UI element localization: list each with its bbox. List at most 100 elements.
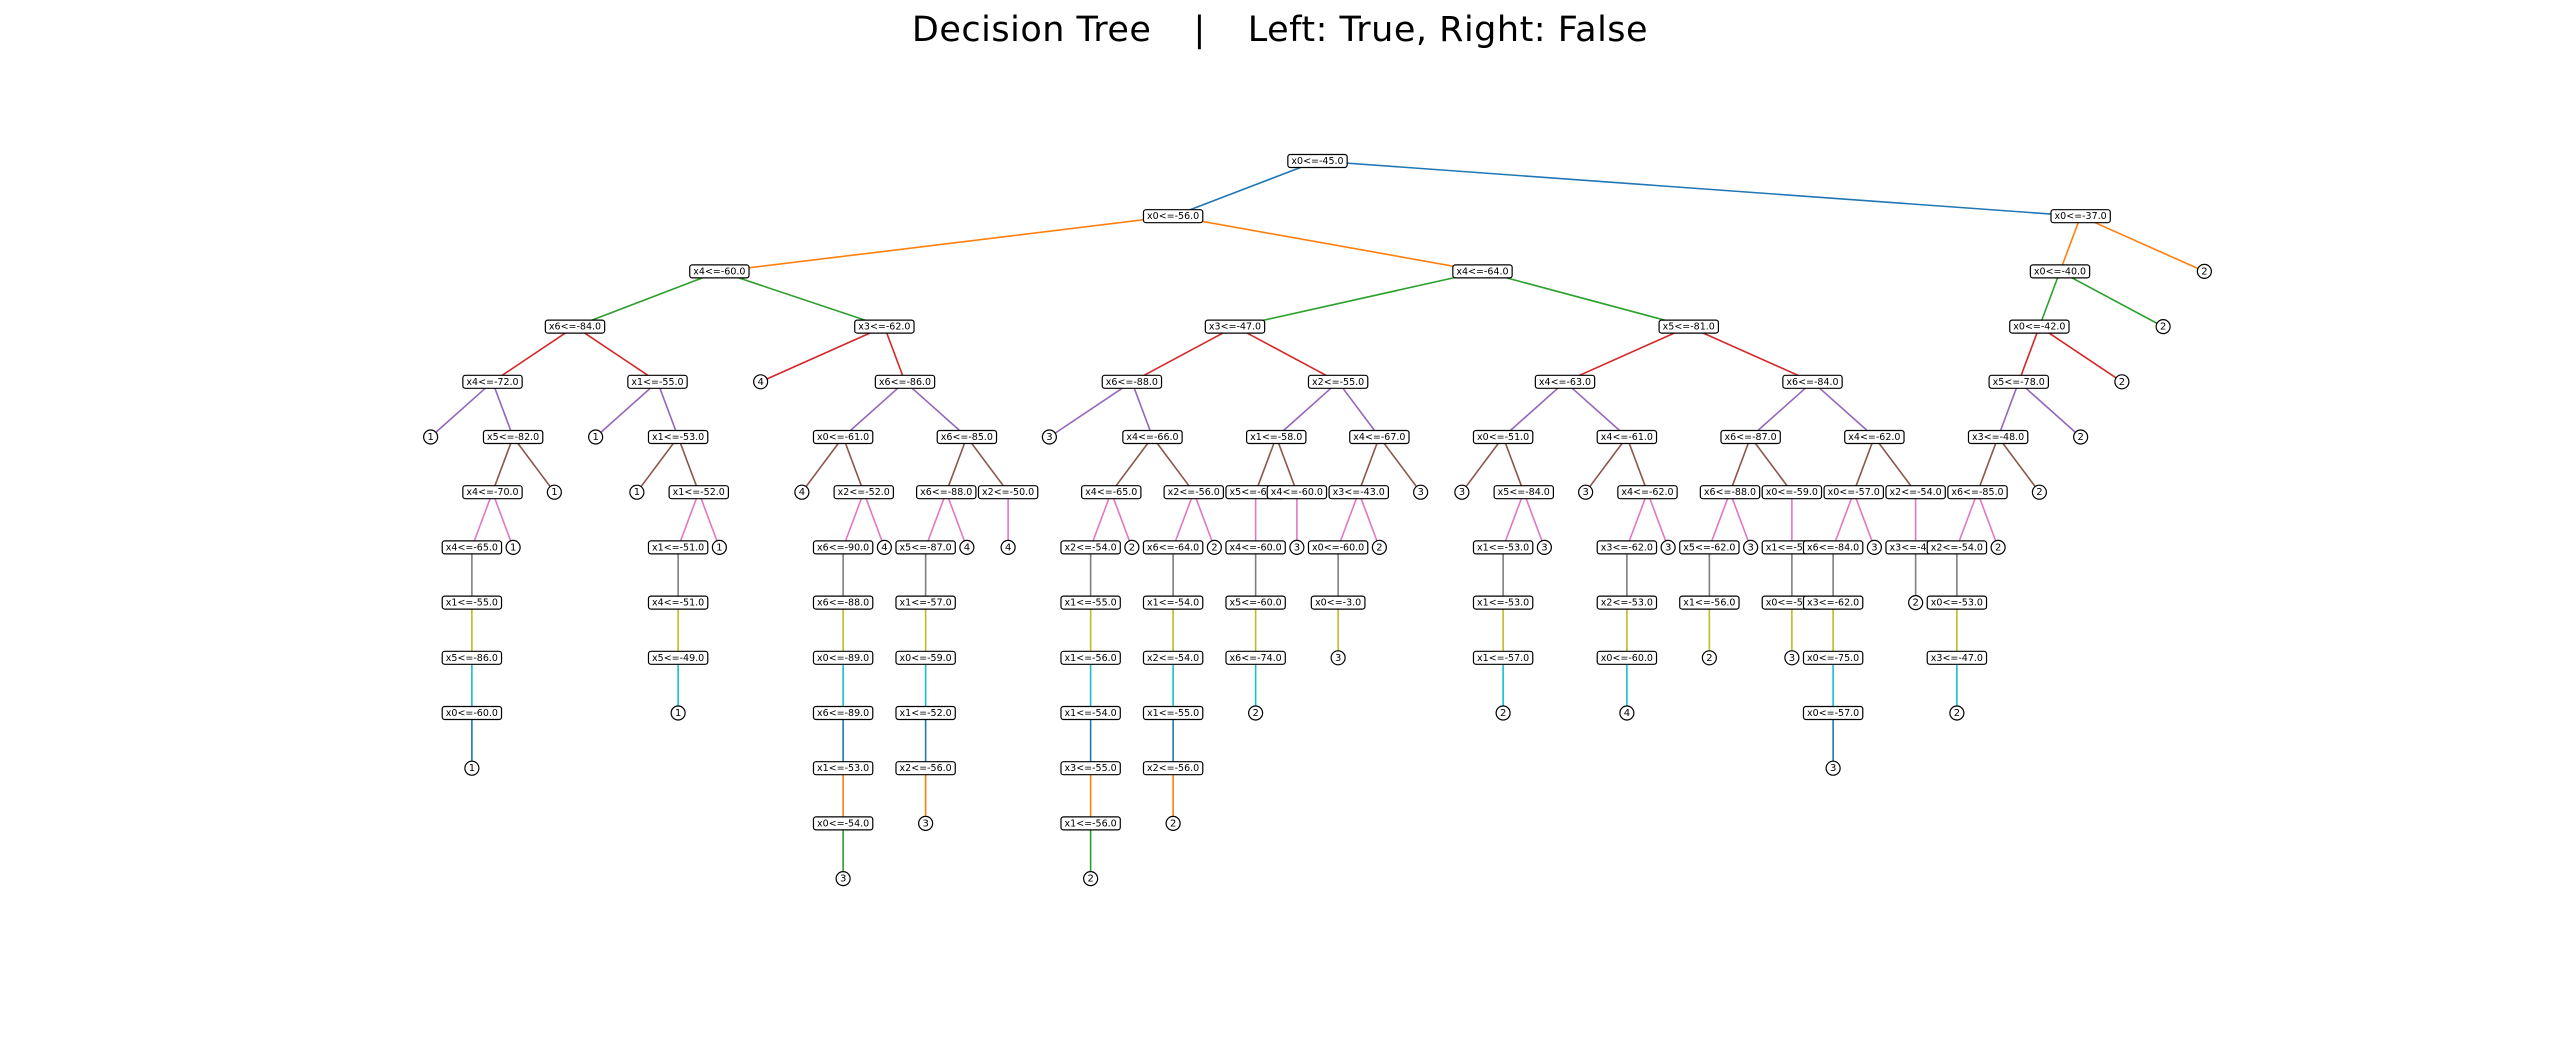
tree-split-node: x2<=-53.0 [1596,595,1658,610]
tree-split-node: x5<=-84.0 [1493,485,1554,500]
tree-leaf-node: 1 [464,760,480,776]
split-box [1947,485,2008,500]
tree-edge-false [1317,160,2081,217]
tree-split-node: x2<=-54.0 [1885,485,1946,500]
split-box [441,540,503,555]
leaf-class-label: 2 [1211,542,1217,553]
tree-edge-false [2080,215,2205,273]
tree-edge-true [1976,436,1999,493]
tree-edge-false [1337,381,1381,438]
tree-leaf-node: 3 [1536,539,1552,556]
split-box [441,595,503,610]
split-condition-label: x1<=-53.0 [1477,542,1529,553]
split-box [812,595,874,610]
split-box [1658,319,1719,334]
tree-split-node: x6<=-84.0 [1782,374,1843,389]
split-box [1844,429,1905,445]
split-condition-label: x5<=-87.0 [900,542,952,553]
figure-title: Decision Tree|Left: True, Right: False [0,10,2560,50]
tree-split-node: x1<=-56.0 [1060,816,1121,831]
tree-split-node: x0<=-61.0 [812,429,874,445]
tree-split-node: x0<=-59.0 [1761,485,1823,500]
tree-split-node: x3<=-48.0 [1967,429,2029,445]
tree-edge-false [2018,381,2082,438]
tree-split-node: x0<=-60.0 [441,705,503,721]
tree-edge-false [491,491,514,548]
split-box [1472,540,1534,555]
leaf-circle [959,539,975,556]
tree-split-node: x0<=-60.0 [1307,540,1369,555]
leaf-circle [1619,705,1635,721]
tree-edge-true [1358,436,1381,493]
split-box [1245,429,1307,445]
tree-split-node: x4<=-65.0 [1080,485,1142,500]
leaf-circle [2073,429,2089,445]
leaf-class-label: 3 [1789,653,1795,664]
tree-split-node: x4<=-61.0 [1596,429,1658,445]
split-box [1988,374,2049,389]
split-condition-label: x3<=-47.0 [1931,653,1983,664]
leaf-class-label: 3 [1830,763,1836,774]
split-condition-label: x1<=-53.0 [817,763,869,774]
split-condition-label: x1<=-56.0 [1683,598,1735,609]
tree-edge-false [491,381,514,438]
tree-split-node: x1<=-52.0 [895,705,956,721]
tree-split-node: x3<=-47.0 [1926,650,1988,665]
tree-split-node: x0<=-37.0 [2050,209,2111,224]
split-condition-label: x0<=-59.0 [1766,487,1818,498]
leaf-class-label: 1 [634,487,640,498]
tree-edge-true [1461,436,1504,493]
tree-split-node: x0<=-75.0 [1802,650,1864,665]
split-box [812,650,874,665]
tree-leaf-node: 2 [1701,650,1717,666]
tree-split-node: x0<=-57.0 [1802,705,1864,721]
tree-edge-true [1956,491,1979,548]
leaf-class-label: 1 [716,542,722,553]
tree-edge-false [1564,381,1628,438]
split-condition-label: x4<=-67.0 [1353,432,1405,443]
split-condition-label: x0<=-60.0 [1312,542,1364,553]
leaf-circle [588,429,604,445]
split-condition-label: x0<=-61.0 [817,432,869,443]
tree-leaf-node: 3 [1330,650,1346,666]
tree-edge-true [1750,381,1814,438]
leaf-circle [1784,650,1800,666]
split-condition-label: x0<=-75.0 [1807,653,1859,664]
tree-leaf-node: 3 [1825,760,1841,776]
split-condition-label: x2<=-53.0 [1601,598,1653,609]
tree-split-node: x6<=-90.0 [812,540,874,555]
tree-split-node: x4<=-60.0 [1225,540,1286,555]
split-box [812,705,874,721]
split-box [1720,429,1781,445]
tree-leaf-node: 2 [2196,263,2212,279]
tree-edge-true [760,325,885,383]
tree-split-node: x5<=-78.0 [1988,374,2049,389]
split-box [1596,650,1658,665]
split-box [1802,650,1864,665]
leaf-class-label: 4 [1005,542,1011,553]
split-box [895,761,956,776]
split-condition-label: x6<=-87.0 [1725,432,1777,443]
split-condition-label: x4<=-65.0 [1085,487,1137,498]
tree-edge-false [1482,270,1689,328]
tree-edges [430,160,2205,879]
split-box [1060,650,1121,665]
split-condition-label: x3<=-62.0 [1807,598,1859,609]
tree-split-node: x2<=-55.0 [1307,374,1369,389]
tree-leaf-node: 1 [711,539,727,556]
leaf-class-label: 1 [551,487,557,498]
leaf-class-label: 2 [2036,487,2042,498]
leaf-class-label: 2 [1954,708,1960,719]
tree-edge-false [656,381,679,438]
split-box [895,540,956,555]
tree-leaf-node: 2 [1083,870,1099,887]
split-box [1142,209,1204,224]
split-condition-label: x1<=-57.0 [900,598,952,609]
split-condition-label: x2<=-56.0 [1147,763,1199,774]
split-box [1679,595,1740,610]
tree-leaf-node: 3 [835,870,851,887]
tree-split-node: x2<=-54.0 [1926,540,1988,555]
tree-split-node: x5<=-82.0 [482,429,544,445]
tree-leaf-node: 4 [1619,705,1635,721]
tree-edge-false [1749,436,1793,493]
